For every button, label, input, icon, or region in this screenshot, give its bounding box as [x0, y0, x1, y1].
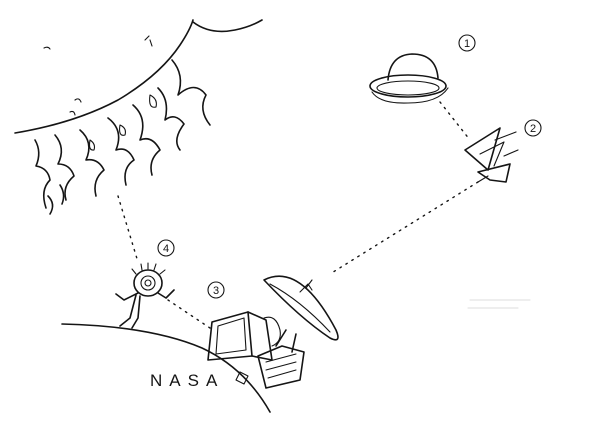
marker-1: 1	[458, 34, 476, 52]
marker-2-label: 2	[530, 123, 536, 135]
link-alien-computer	[167, 299, 211, 329]
alien-eye-icon	[115, 262, 175, 329]
paper-smudge	[467, 299, 531, 309]
leaf-cluster-icon	[14, 19, 263, 215]
dish-antenna-icon	[263, 275, 339, 353]
nasa-label: NASA	[150, 371, 224, 390]
satellite-icon	[464, 127, 519, 183]
marker-3-label: 3	[213, 285, 219, 297]
marker-4: 4	[157, 239, 175, 257]
marker-2: 2	[524, 119, 542, 137]
planet-icon	[369, 53, 449, 104]
link-growth-alien	[117, 195, 139, 263]
computer-icon	[207, 311, 305, 389]
ground-curve	[61, 323, 271, 413]
marker-3: 3	[207, 281, 225, 299]
link-planet-satellite	[439, 101, 471, 141]
link-satellite-dish	[329, 181, 479, 275]
marker-1-label: 1	[464, 38, 470, 50]
marker-4-label: 4	[163, 243, 169, 255]
